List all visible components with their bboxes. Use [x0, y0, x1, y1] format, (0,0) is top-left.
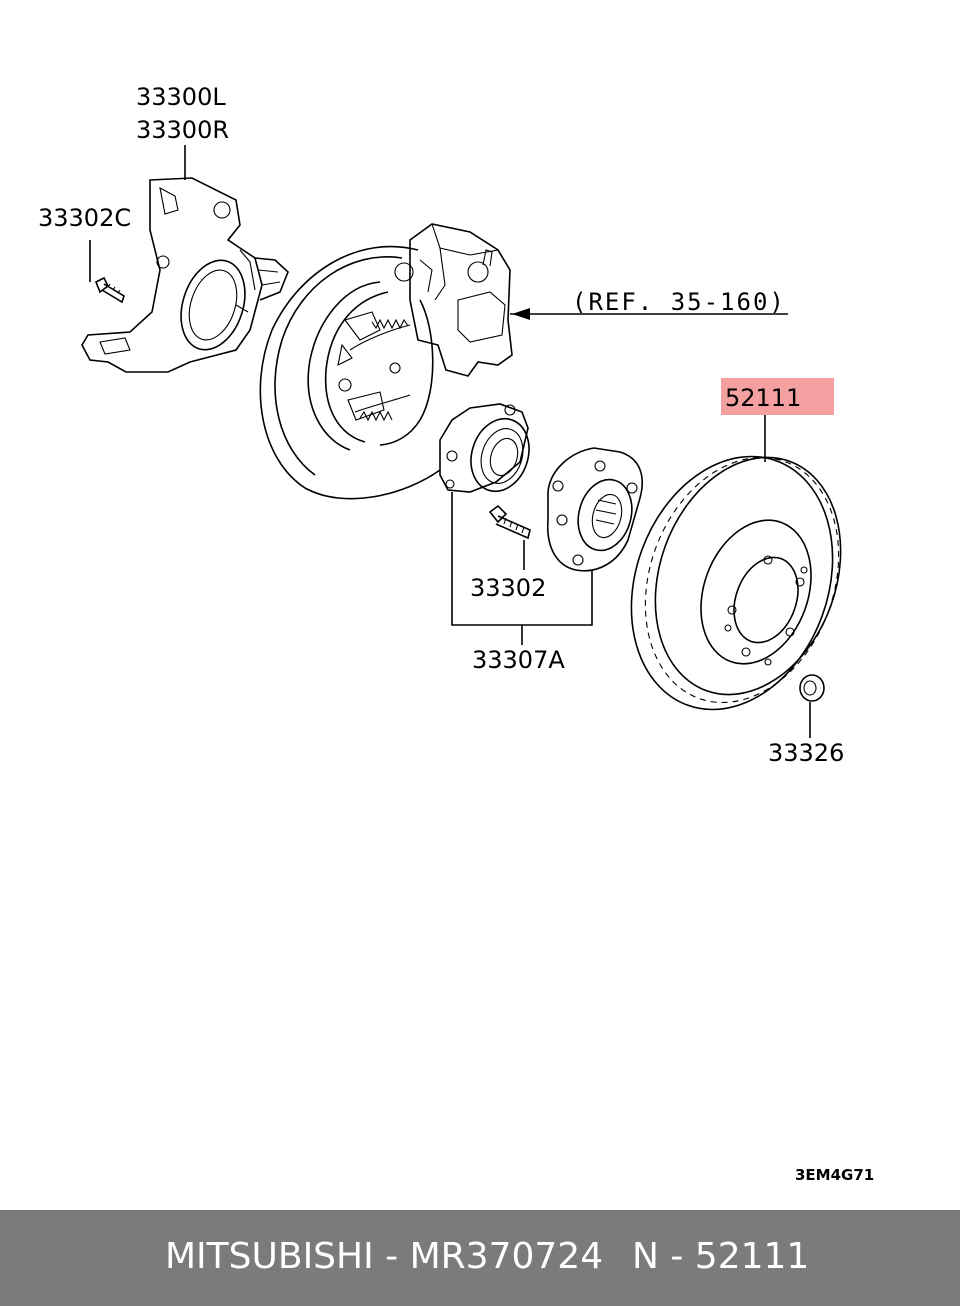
leader-lines [89, 145, 811, 738]
highlight-box [721, 378, 834, 415]
steering-knuckle [81, 177, 289, 373]
brake-caliper [394, 223, 513, 377]
label-knuckle-l: 33300L [136, 83, 226, 111]
diagram-code: 3EM4G71 [795, 1166, 874, 1184]
footer-brand-part: MITSUBISHI - MR370724 [165, 1236, 604, 1277]
label-nut: 33326 [768, 739, 844, 767]
backing-plate [259, 245, 441, 500]
hub-bolt [488, 504, 531, 540]
footer-bar: MITSUBISHI - MR370724 N - 52111 [0, 1210, 960, 1306]
knuckle-bolt [94, 276, 125, 304]
label-hub-bolt: 33302 [470, 574, 546, 602]
label-reference: (REF. 35-160) [572, 288, 786, 316]
hub-bearing [439, 403, 530, 493]
label-knuckle-r: 33300R [136, 116, 229, 144]
footer-item-number: N - 52111 [632, 1236, 810, 1277]
label-hub-assembly: 33307A [472, 646, 565, 674]
hub-flange [546, 447, 644, 572]
wheel-nut [799, 674, 825, 702]
label-bolt-c: 33302C [38, 204, 131, 232]
parts-diagram: 33300L 33300R 33302C (REF. 35-160) 52111… [38, 83, 874, 1184]
brake-rotor [630, 455, 842, 711]
label-rotor: 52111 [725, 384, 801, 412]
